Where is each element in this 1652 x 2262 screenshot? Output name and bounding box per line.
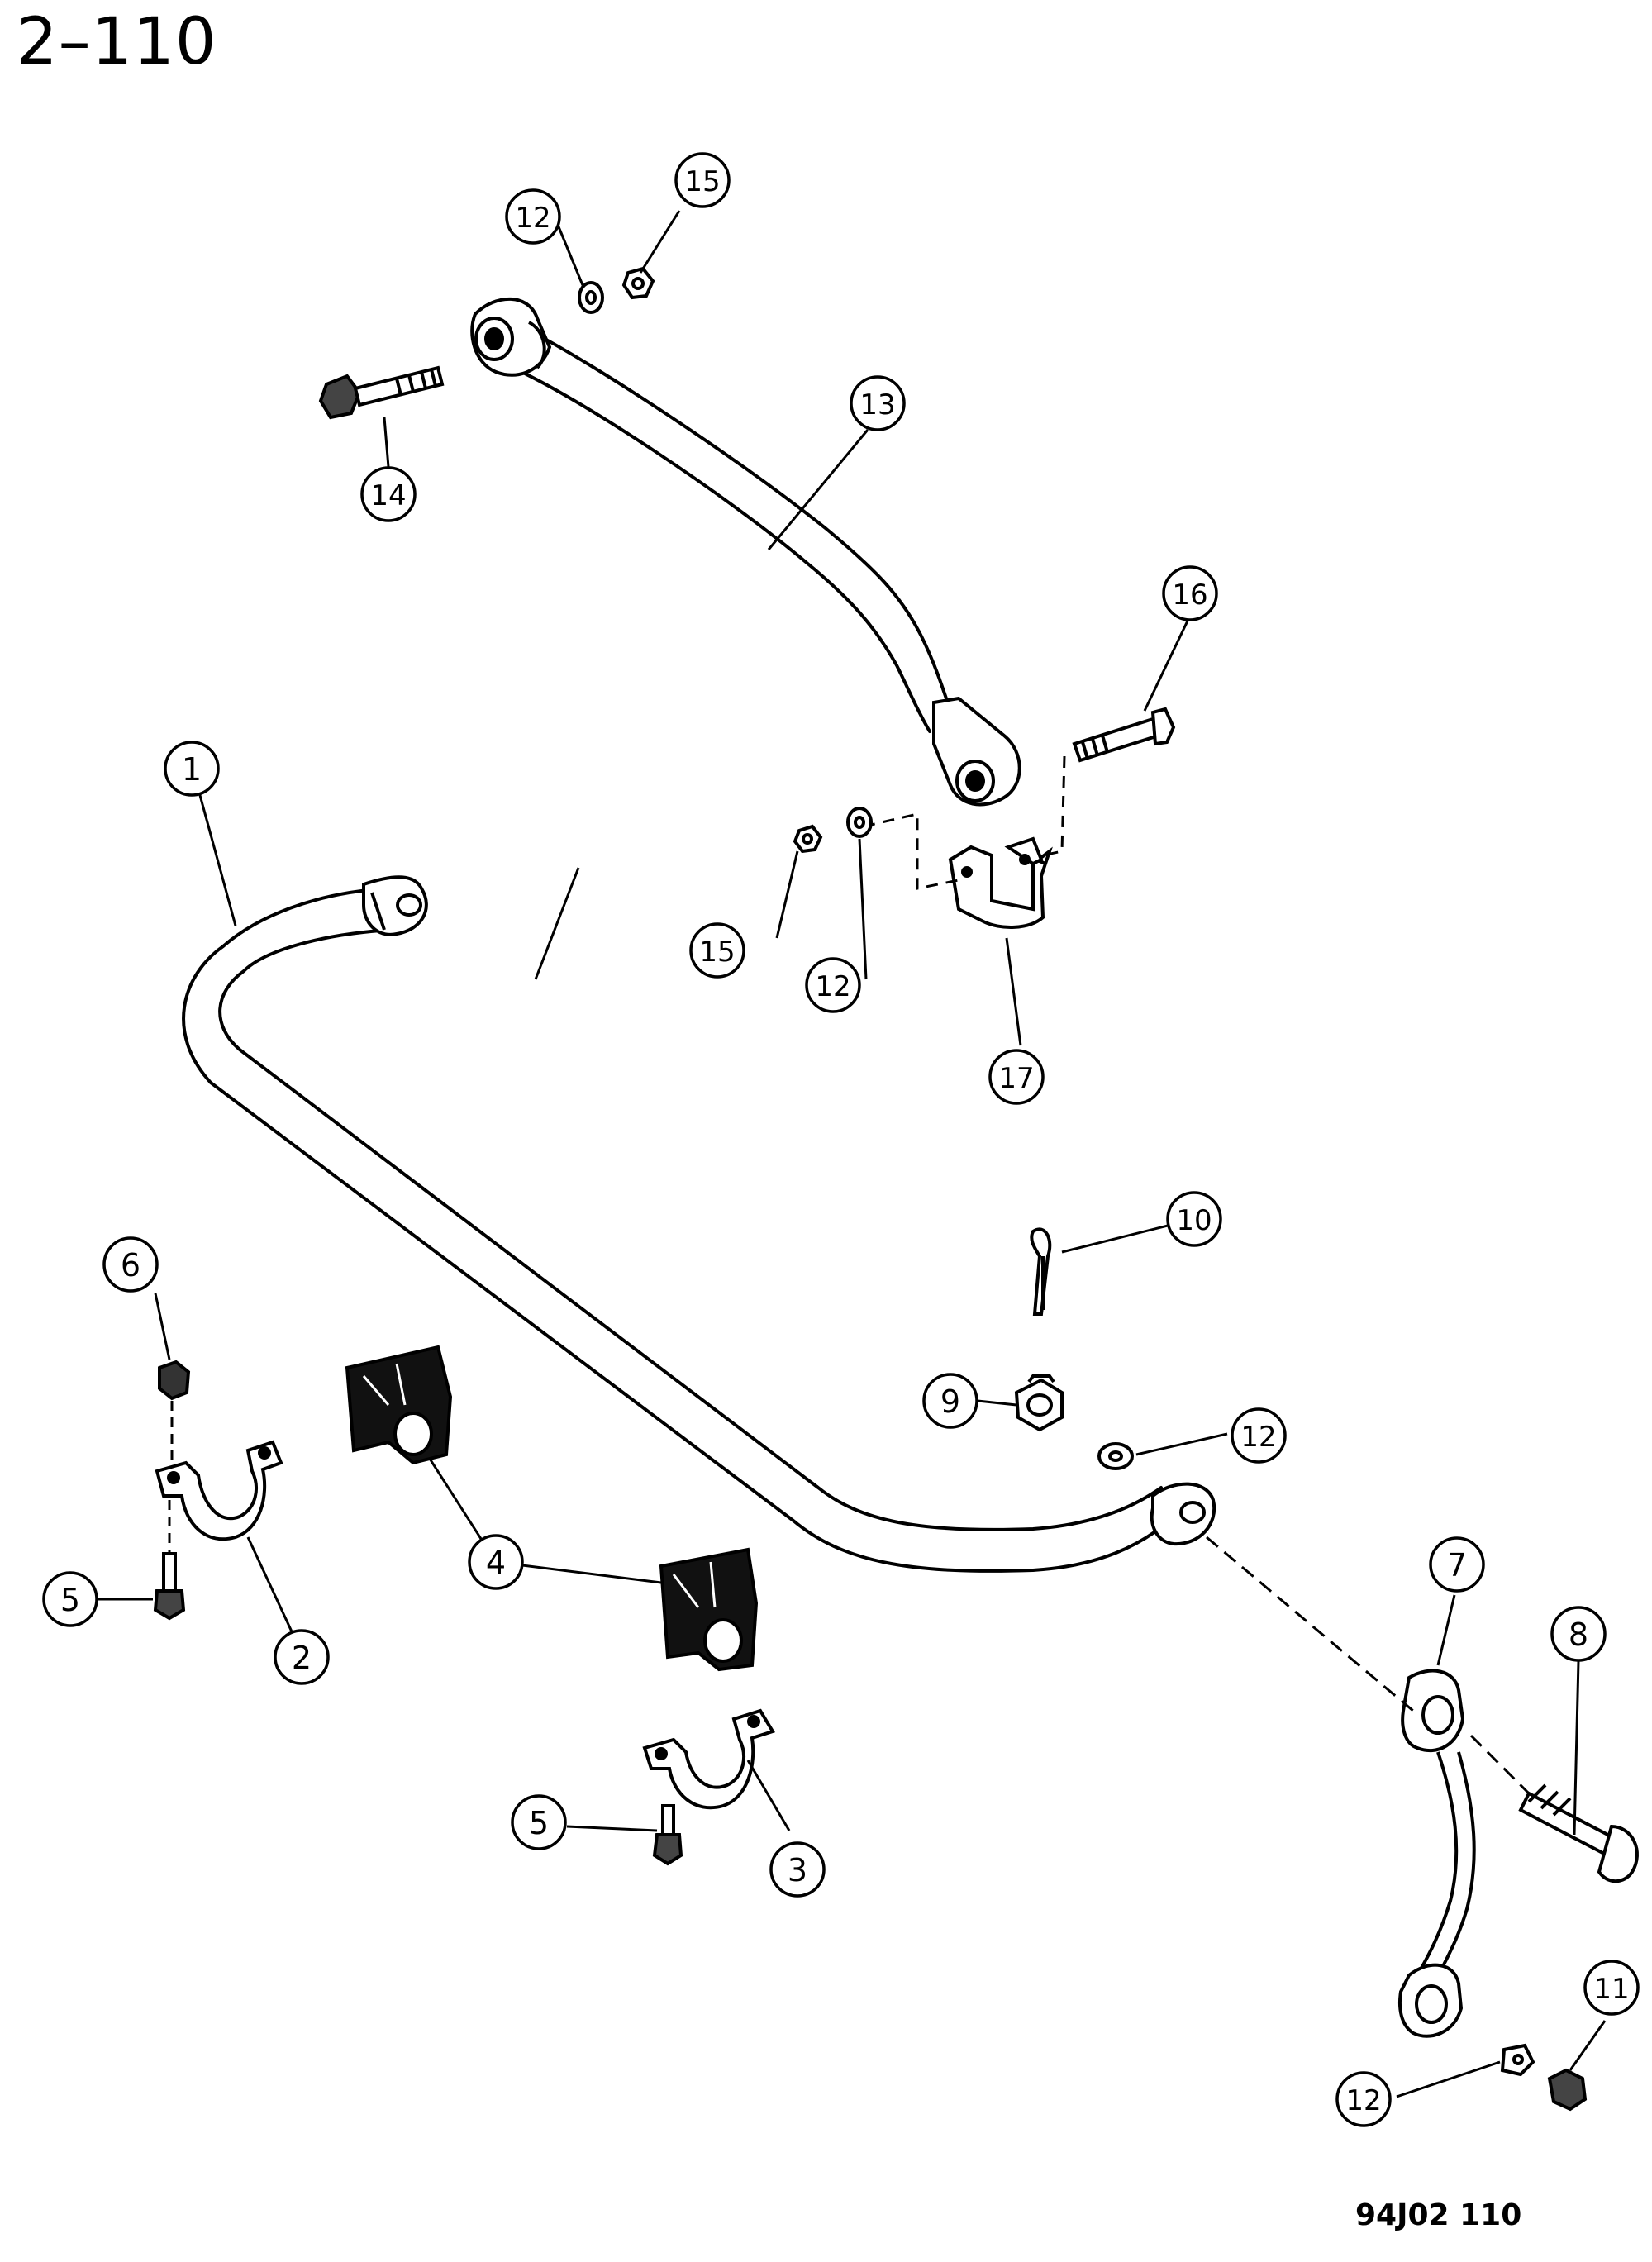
callout-12d-label: 12 xyxy=(1345,2084,1381,2117)
callout-4-label: 4 xyxy=(486,1545,506,1581)
callout-9-label: 9 xyxy=(940,1383,960,1420)
callout-15b-circle xyxy=(689,922,745,979)
clamp-dashed-left xyxy=(168,1401,174,1554)
callout-7-circle xyxy=(1429,1536,1485,1593)
callout-10-circle xyxy=(1166,1191,1222,1247)
link-nut xyxy=(1014,1374,1064,1432)
callout-1-circle xyxy=(164,741,220,797)
callout-16-circle xyxy=(1162,565,1218,621)
callout-11-label: 11 xyxy=(1593,1973,1629,2006)
track-bar-bracket xyxy=(948,836,1053,929)
bushing-upper xyxy=(345,1345,453,1465)
callout-3-circle xyxy=(769,1841,826,1898)
callout-3-label: 3 xyxy=(788,1852,807,1888)
washer-link-lower xyxy=(1500,2043,1535,2077)
callout-15a-circle xyxy=(674,152,731,208)
callout-5b-circle xyxy=(511,1794,567,1850)
bracket-dashed-lines xyxy=(863,755,1066,890)
clamp-bolt-left xyxy=(153,1552,186,1621)
washer-top xyxy=(578,281,604,314)
callout-5a-circle xyxy=(42,1571,98,1627)
callout-13-label: 13 xyxy=(859,388,895,421)
callout-2-circle xyxy=(274,1629,330,1685)
callout-5b-label: 5 xyxy=(529,1805,549,1841)
callout-8-circle xyxy=(1550,1606,1607,1662)
track-bar xyxy=(511,329,952,733)
callout-6-circle xyxy=(102,1236,159,1293)
callout-10-label: 10 xyxy=(1176,1204,1212,1237)
callout-17-label: 17 xyxy=(998,1062,1034,1095)
figure-code: 94J02 110 xyxy=(1355,2198,1522,2232)
bracket-bolt xyxy=(1072,707,1176,763)
callout-12a-circle xyxy=(505,188,561,245)
leader-lines xyxy=(98,210,1607,2098)
callout-12a-label: 12 xyxy=(515,202,550,235)
callout-9-circle xyxy=(922,1373,978,1429)
callout-8-label: 8 xyxy=(1569,1617,1588,1653)
washer-link-upper xyxy=(1097,1442,1134,1470)
callout-17-circle xyxy=(988,1049,1045,1105)
bushing-clamp-left xyxy=(155,1440,283,1541)
track-bar-lower-bushing xyxy=(932,696,1021,807)
callout-15b-label: 15 xyxy=(699,936,735,969)
callout-12d-circle xyxy=(1335,2071,1392,2127)
page-number: 2–110 xyxy=(17,5,217,79)
callout-1-label: 1 xyxy=(182,751,202,788)
link-centerline xyxy=(1206,1536,1531,1795)
callout-12b-label: 12 xyxy=(815,970,850,1003)
callout-circles xyxy=(42,152,1640,2127)
link-bolt xyxy=(1518,1783,1639,1883)
bushing-lower xyxy=(659,1547,759,1672)
callout-5a-label: 5 xyxy=(60,1582,80,1618)
stabilizer-link xyxy=(1397,1669,1476,2038)
callout-13-circle xyxy=(850,375,906,431)
link-lower-nut xyxy=(1547,2068,1588,2112)
callout-4-circle xyxy=(468,1534,524,1590)
washer-bracket xyxy=(846,807,873,838)
callout-2-label: 2 xyxy=(292,1640,312,1676)
clamp-nut-left xyxy=(158,1360,191,1401)
callout-11-circle xyxy=(1583,1960,1640,2016)
track-bar-upper-bushing xyxy=(470,297,552,377)
stabilizer-bar-left-eye xyxy=(362,875,428,936)
callout-16-label: 16 xyxy=(1172,579,1207,612)
nut-top xyxy=(621,266,655,300)
callout-14-label: 14 xyxy=(370,479,406,512)
bushing-clamp-right xyxy=(642,1708,776,1810)
callout-14-circle xyxy=(360,466,417,522)
stabilizer-bar xyxy=(182,887,1171,1573)
clamp-bolt-right xyxy=(652,1804,683,1866)
cotter-pin xyxy=(1030,1227,1052,1316)
stabilizer-bar-right-eye xyxy=(1150,1482,1216,1546)
callout-12b-circle xyxy=(805,957,861,1013)
callout-6-label: 6 xyxy=(121,1247,140,1283)
callout-12c-label: 12 xyxy=(1240,1421,1276,1454)
nut-bracket xyxy=(793,824,823,854)
callout-7-label: 7 xyxy=(1447,1547,1467,1583)
callout-15a-label: 15 xyxy=(684,165,720,198)
track-bar-bolt xyxy=(318,365,445,420)
callout-12c-circle xyxy=(1231,1407,1287,1464)
callout-labels: 1 2 3 4 5 5 6 7 8 9 10 11 12 12 12 12 13… xyxy=(60,165,1630,2117)
